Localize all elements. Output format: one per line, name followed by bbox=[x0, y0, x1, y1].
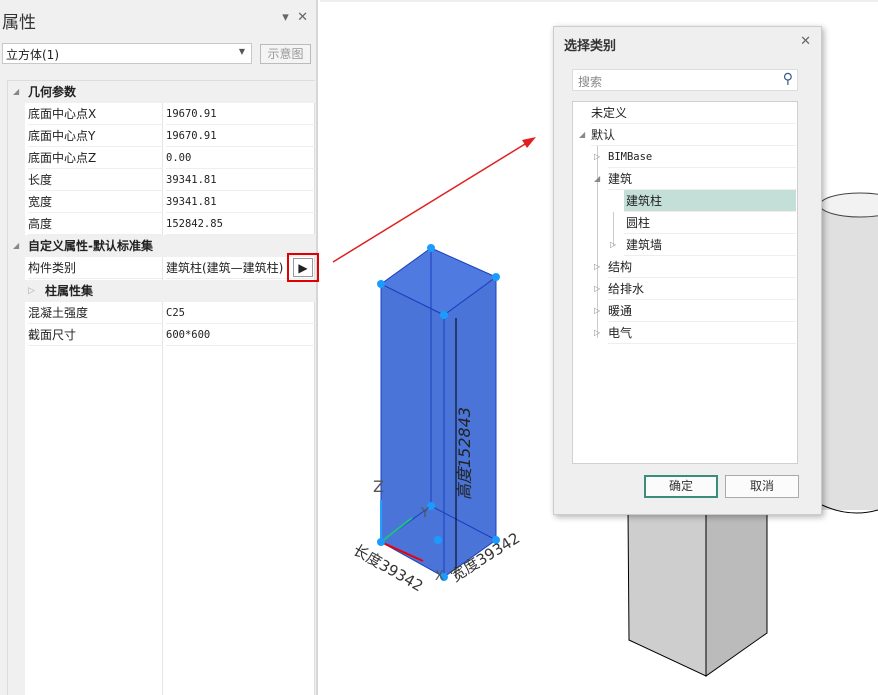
subgroup-header[interactable]: 柱属性集 bbox=[45, 284, 94, 298]
object-select[interactable]: 立方体(1) ▼ bbox=[2, 43, 252, 64]
object-select-value: 立方体(1) bbox=[6, 48, 59, 62]
axis-z-label: Z bbox=[373, 477, 384, 496]
tree-item[interactable]: BIMBase bbox=[608, 146, 796, 168]
axis-x-label: X bbox=[435, 569, 444, 584]
gray-cylinder bbox=[822, 205, 878, 510]
dialog-title: 选择类别 bbox=[564, 39, 617, 54]
height-dimension: 高度152843 bbox=[455, 407, 474, 500]
category-row[interactable]: 构件类别建筑柱(建筑—建筑柱) bbox=[8, 257, 315, 280]
axis-y-label: Y bbox=[420, 506, 429, 521]
panel-menu-icon[interactable]: ▾ bbox=[282, 10, 289, 25]
arrow-icon bbox=[522, 137, 536, 148]
tree-item[interactable]: 结构 bbox=[608, 256, 796, 278]
tree-item[interactable]: 暖通 bbox=[608, 300, 796, 322]
search-icon[interactable]: ⚲ bbox=[782, 71, 793, 87]
expand-icon[interactable]: ▷ bbox=[28, 286, 35, 296]
blue-column bbox=[380, 283, 445, 578]
tree-item[interactable]: 给排水 bbox=[608, 278, 796, 300]
chevron-down-icon: ▼ bbox=[238, 47, 245, 56]
search-input[interactable]: 搜索⚲ bbox=[572, 69, 798, 91]
close-icon[interactable]: ✕ bbox=[800, 34, 811, 49]
group-header[interactable]: 自定义属性-默认标准集 bbox=[28, 239, 153, 253]
ok-button[interactable]: 确定 bbox=[644, 475, 718, 498]
tree-item[interactable]: 圆柱 bbox=[624, 212, 796, 234]
group-header[interactable]: 几何参数 bbox=[28, 85, 77, 99]
tree-item[interactable]: 建筑墙 bbox=[624, 234, 796, 256]
panel-title: 属性 bbox=[2, 13, 36, 33]
tree-item[interactable]: 未定义 bbox=[591, 102, 796, 124]
tree-item[interactable]: 电气 bbox=[608, 322, 796, 344]
tree-item-selected[interactable]: 建筑柱 bbox=[624, 190, 796, 212]
tree-item[interactable]: 默认 bbox=[591, 124, 796, 146]
cancel-button[interactable]: 取消 bbox=[725, 475, 799, 498]
close-icon[interactable]: ✕ bbox=[297, 10, 308, 25]
tree-item[interactable]: 建筑 bbox=[608, 168, 796, 190]
collapse-icon[interactable]: ◢ bbox=[13, 87, 20, 96]
play-icon: ▶ bbox=[293, 258, 313, 277]
gray-prism bbox=[627, 509, 707, 677]
select-category-dialog: 选择类别 ✕ 搜索⚲ 未定义 ◢默认 ▷BIMBase ◢建筑 建筑柱 圆柱 ▷… bbox=[553, 26, 822, 515]
category-tree: 未定义 ◢默认 ▷BIMBase ◢建筑 建筑柱 圆柱 ▷建筑墙 ▷结构 ▷给排… bbox=[572, 101, 798, 464]
schematic-button[interactable]: 示意图 bbox=[260, 44, 311, 64]
select-category-button[interactable]: ▶ bbox=[287, 253, 319, 282]
collapse-icon[interactable]: ◢ bbox=[13, 241, 20, 250]
